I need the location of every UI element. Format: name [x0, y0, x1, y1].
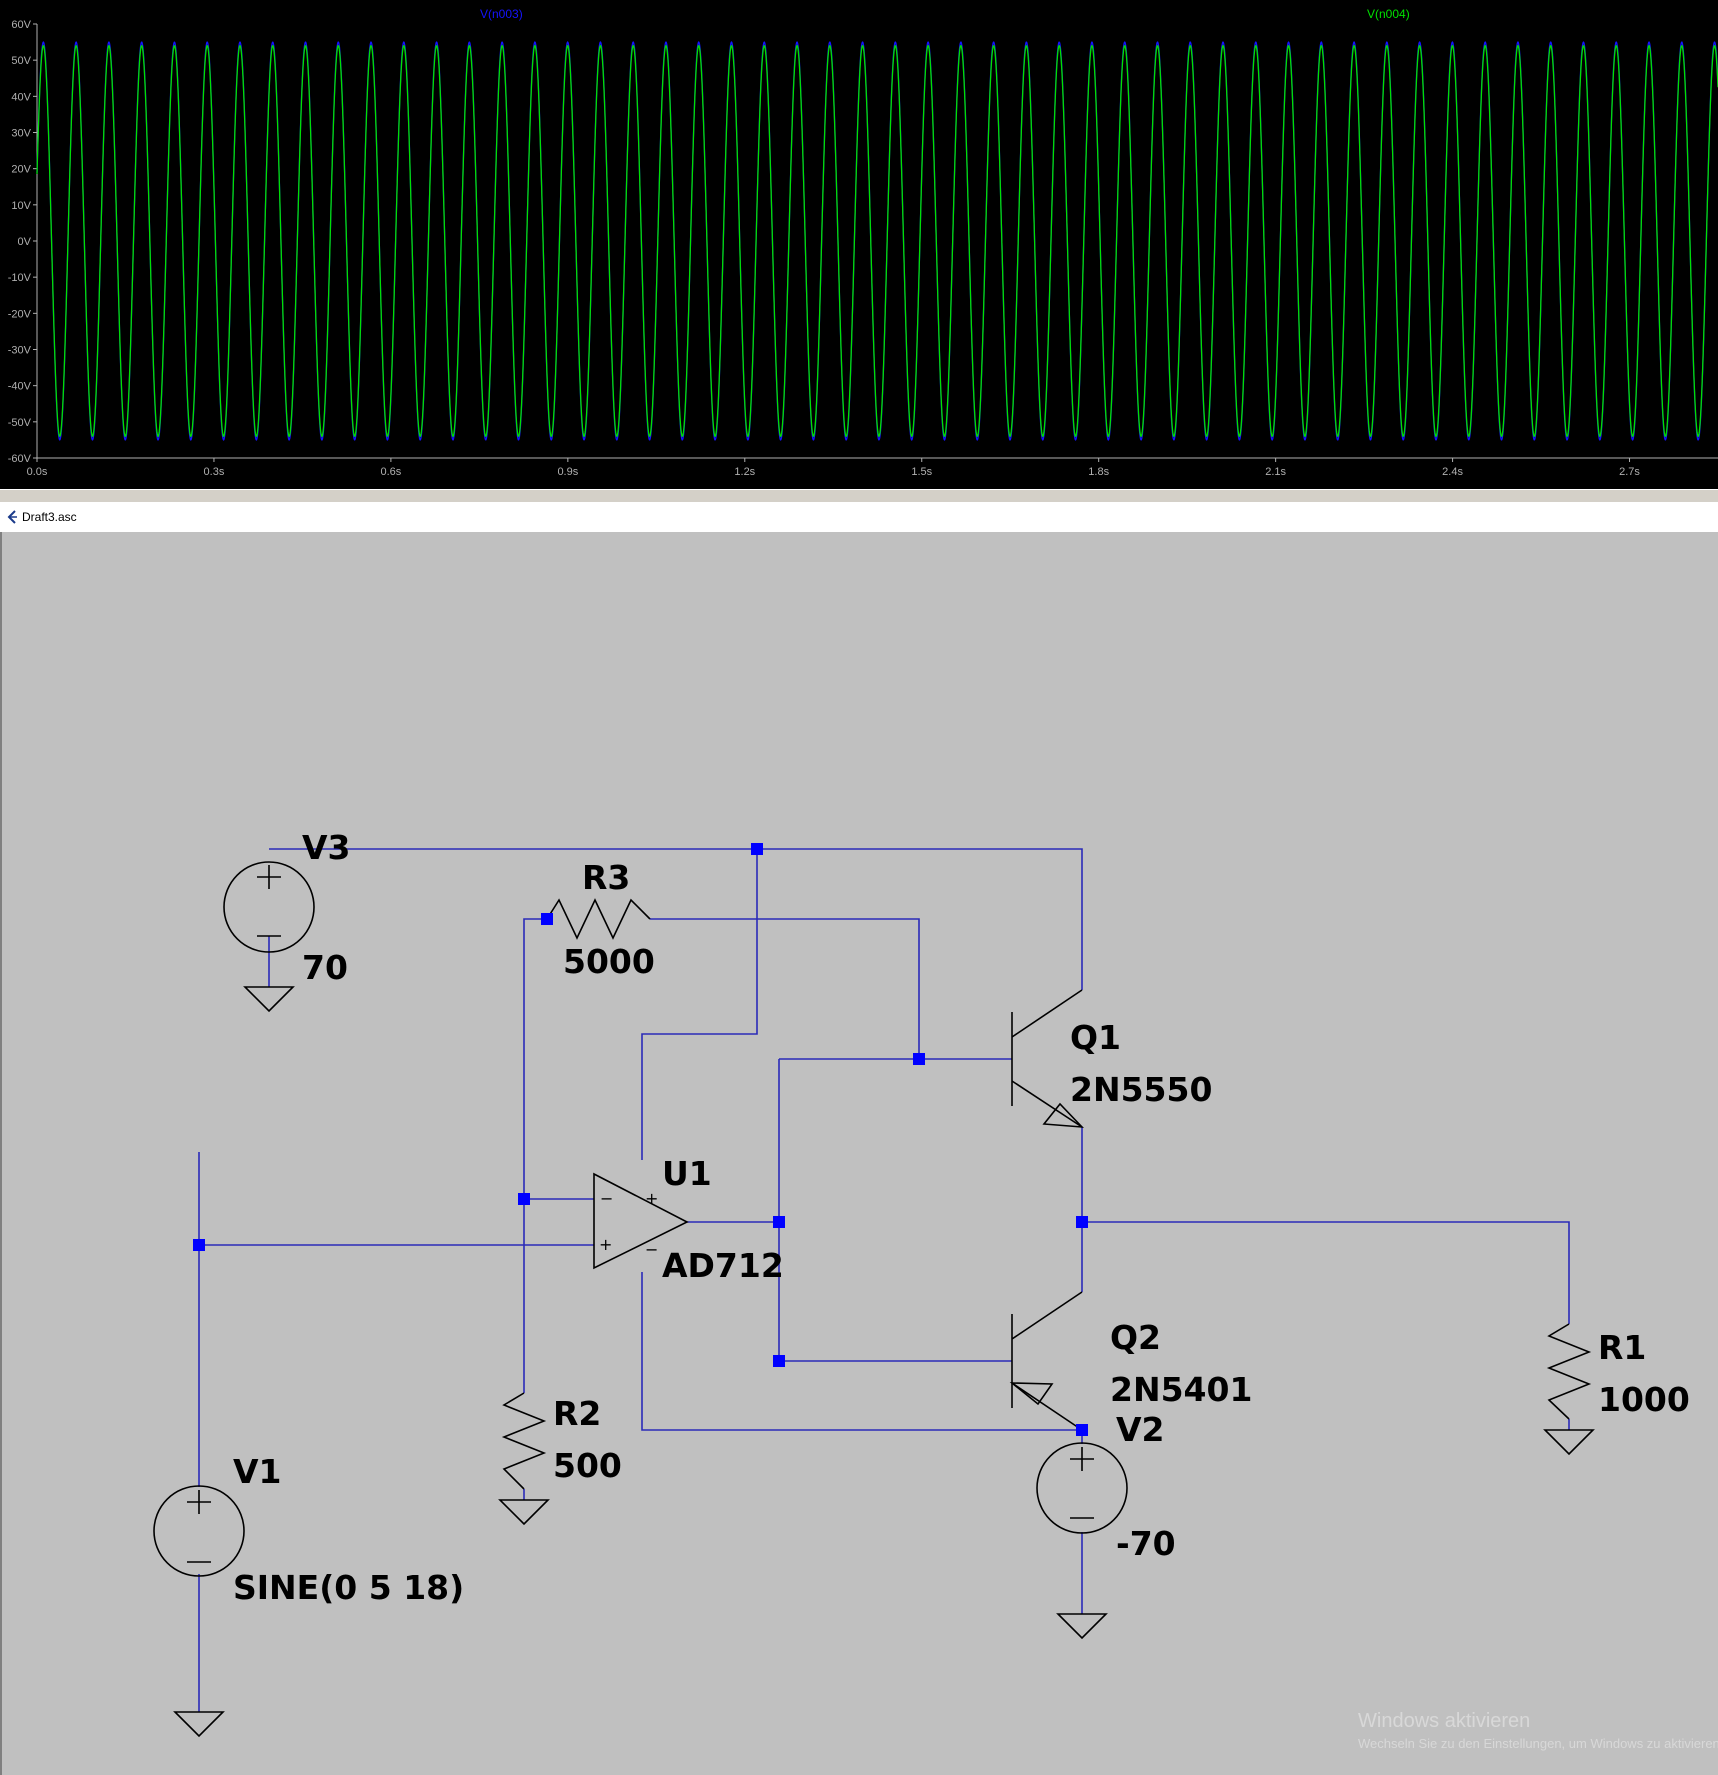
wire-v3-supply [269, 848, 1083, 990]
label-q2-name: Q2 [1110, 1318, 1162, 1357]
trace-group [36, 41, 1718, 441]
x-axis: 0.0s 0.3s 0.6s 0.9s 1.2s 1.5s 1.8s 2.1s 2.4s 2.7s [27, 457, 1718, 478]
opamp-pin-inv: − [600, 1189, 613, 1208]
resistor-r3[interactable] [546, 898, 651, 940]
junctions [193, 843, 1088, 1436]
label-v1-value: SINE(0 5 18) [233, 1568, 465, 1607]
schematic-file-icon [7, 510, 17, 524]
junction [518, 1193, 530, 1205]
y-axis: 60V 50V 40V 30V 20V 10V 0V -10V -20V -30V -40V -50V… [8, 19, 38, 465]
wire-r3-right [650, 918, 920, 1059]
windows-activation-watermark: Windows aktivieren Wechseln Sie zu den E… [1358, 1710, 1718, 1751]
y-tick-label: -10V [8, 272, 32, 284]
y-tick-label: -50V [8, 417, 32, 429]
trace-label-vn004[interactable]: V(n004) [1367, 7, 1410, 21]
label-r3-name: R3 [582, 858, 631, 897]
junction [1076, 1216, 1088, 1228]
x-tick-label: 0.9s [557, 466, 578, 478]
x-tick-label: 2.1s [1265, 466, 1286, 478]
label-u1-name: U1 [662, 1154, 712, 1193]
wires [198, 848, 1570, 1712]
junction [773, 1355, 785, 1367]
label-q2-value: 2N5401 [1110, 1370, 1253, 1409]
voltage-source-v2[interactable] [1036, 1442, 1128, 1534]
x-tick-label: 0.0s [27, 466, 48, 478]
voltage-source-v3[interactable] [223, 861, 315, 953]
ground-r1 [1543, 1429, 1595, 1456]
label-v2-name: V2 [1116, 1410, 1165, 1449]
label-q1-name: Q1 [1070, 1018, 1122, 1057]
opamp-pin-vplus: + [645, 1189, 658, 1208]
y-tick-label: 40V [11, 91, 31, 103]
label-r1-value: 1000 [1598, 1380, 1690, 1419]
junction [541, 913, 553, 925]
label-v3-value: 70 [302, 948, 348, 987]
trace-vn003[interactable] [36, 41, 1718, 441]
ground-v1 [173, 1711, 225, 1738]
y-tick-label: -20V [8, 308, 32, 320]
label-u1-value: AD712 [662, 1246, 784, 1285]
ground-v3 [243, 986, 295, 1013]
trace-label-vn003[interactable]: V(n003) [480, 7, 523, 21]
y-tick-label: 50V [11, 55, 31, 67]
x-tick-label: 1.2s [734, 466, 755, 478]
x-tick-label: 2.4s [1442, 466, 1463, 478]
y-tick-label: -40V [8, 381, 32, 393]
label-q1-value: 2N5550 [1070, 1070, 1213, 1109]
label-v2-value: -70 [1116, 1524, 1176, 1563]
y-tick-label: -60V [8, 453, 32, 465]
opamp-pin-noninv: + [599, 1235, 612, 1254]
wire-opamp-vminus [641, 1272, 1082, 1431]
ground-r2 [498, 1499, 550, 1526]
y-tick-label: 30V [11, 128, 31, 140]
circuit-diagram[interactable]: − + + − [2, 532, 1718, 1775]
label-r2-name: R2 [553, 1394, 602, 1433]
y-tick-label: -30V [8, 345, 32, 357]
window-title: Draft3.asc [22, 510, 77, 524]
label-v1-name: V1 [233, 1452, 282, 1491]
voltage-source-v1[interactable] [153, 1485, 245, 1577]
waveform-plot[interactable]: 60V 50V 40V 30V 20V 10V 0V -10V -20V -30V -40V -50V… [0, 0, 1718, 489]
junction [913, 1053, 925, 1065]
junction [1076, 1424, 1088, 1436]
label-r3-value: 5000 [563, 942, 655, 981]
x-tick-label: 2.7s [1619, 466, 1640, 478]
x-tick-label: 1.8s [1088, 466, 1109, 478]
wire-opamp-vplus [641, 849, 758, 1160]
y-tick-label: 0V [18, 236, 32, 248]
label-r1-name: R1 [1598, 1328, 1647, 1367]
watermark-line1: Windows aktivieren [1358, 1710, 1531, 1732]
trace-vn004[interactable] [36, 44, 1718, 438]
x-tick-label: 0.3s [204, 466, 225, 478]
resistor-r2[interactable] [501, 1392, 547, 1490]
pane-splitter[interactable] [0, 489, 1718, 503]
x-tick-label: 0.6s [380, 466, 401, 478]
schematic-canvas[interactable]: − + + − V3 [0, 532, 1718, 1775]
waveform-viewer[interactable]: 60V 50V 40V 30V 20V 10V 0V -10V -20V -30V -40V -50V… [0, 0, 1718, 489]
opamp-u1[interactable] [593, 1172, 689, 1270]
y-tick-label: 60V [11, 19, 31, 31]
junction [773, 1216, 785, 1228]
junction [751, 843, 763, 855]
y-tick-label: 20V [11, 164, 31, 176]
junction [193, 1239, 205, 1251]
wire-r3-left [523, 918, 547, 1199]
label-v3-name: V3 [302, 828, 351, 867]
wire-opamp-out [687, 1221, 780, 1362]
transistor-q1[interactable] [1011, 989, 1085, 1128]
schematic-titlebar[interactable]: Draft3.asc [0, 502, 1718, 533]
watermark-line2: Wechseln Sie zu den Einstellungen, um Wi… [1358, 1736, 1718, 1751]
wire-output-r1 [1082, 1221, 1570, 1324]
x-tick-label: 1.5s [911, 466, 932, 478]
opamp-pin-vminus: − [645, 1240, 658, 1259]
y-tick-label: 10V [11, 200, 31, 212]
label-r2-value: 500 [553, 1446, 622, 1485]
transistor-q2[interactable] [1009, 1291, 1083, 1431]
ground-v2 [1056, 1613, 1108, 1640]
resistor-r1[interactable] [1546, 1323, 1592, 1420]
